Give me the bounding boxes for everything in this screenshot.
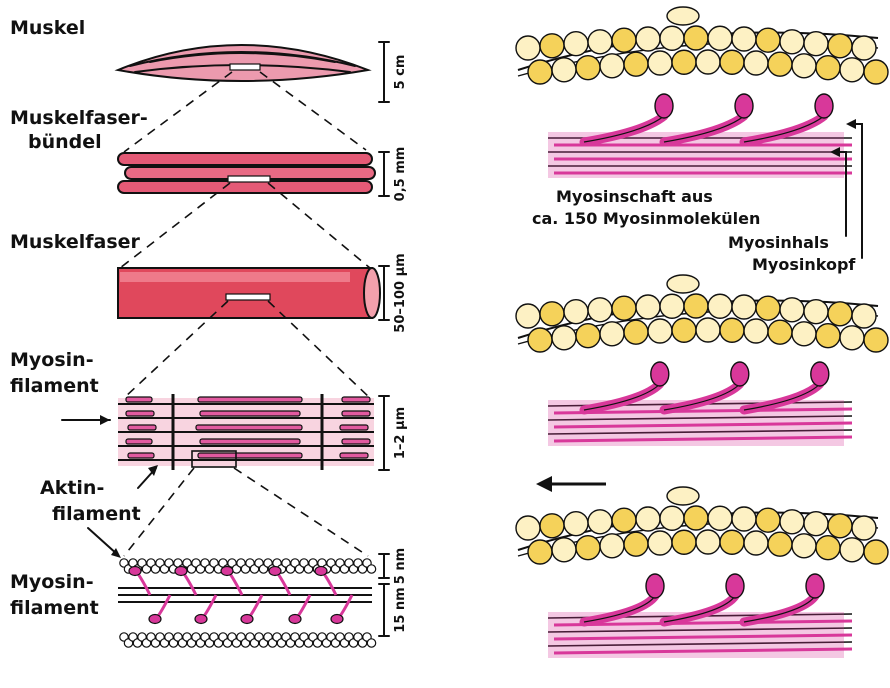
actin-filament-arrow (137, 465, 158, 489)
label-muskel: Muskel (10, 17, 85, 39)
scale-label-muskel: 5 cm (393, 55, 408, 90)
scale-label-buendel: 0,5 mm (393, 147, 408, 202)
myosin-filament-arrow (61, 415, 111, 425)
cross-bridge-panel-3 (515, 486, 889, 658)
label-myosinfilament-top-1: Myosin- (10, 349, 94, 371)
myosinkopf-callout (846, 119, 863, 259)
label-muskelfaser: Muskelfaser (10, 231, 141, 253)
filament-detail-illustration (118, 558, 377, 648)
movement-direction-arrow (536, 476, 606, 492)
label-muskelfaserbuendel-1: Muskelfaser- (10, 107, 148, 129)
label-myosinschaft-2: ca. 150 Myosinmolekülen (532, 209, 760, 228)
label-aktinfilament-2: filament (52, 503, 141, 525)
muscle-fiber-bundle-illustration (117, 152, 376, 194)
label-myosinkopf: Myosinkopf (752, 255, 856, 274)
sarcomere-illustration (118, 394, 374, 470)
scale-bars (378, 41, 390, 637)
label-myosinschaft-1: Myosinschaft aus (556, 187, 713, 206)
actin-filament-arrow-lower (87, 527, 121, 558)
label-myosinfilament-top-2: filament (10, 375, 99, 397)
scale-label-faser: 50–100 µm (393, 253, 408, 332)
cross-bridge-panel-2 (515, 274, 889, 446)
label-aktinfilament-1: Aktin- (40, 477, 104, 499)
scale-label-myosin-nm: 15 nm (393, 587, 408, 632)
myosinhals-callout (830, 147, 847, 237)
muscle-fiber-illustration (117, 267, 381, 319)
muscle-illustration (114, 44, 372, 82)
scale-label-aktin-nm: 5 nm (393, 548, 408, 584)
label-myosinfilament-bottom-1: Myosin- (10, 571, 94, 593)
label-myosinhals: Myosinhals (728, 233, 829, 252)
label-myosinfilament-bottom-2: filament (10, 597, 99, 619)
cross-bridge-panel-1 (515, 6, 889, 178)
label-muskelfaserbuendel-2: bündel (28, 131, 102, 153)
scale-label-filament: 1–2 µm (393, 407, 408, 459)
